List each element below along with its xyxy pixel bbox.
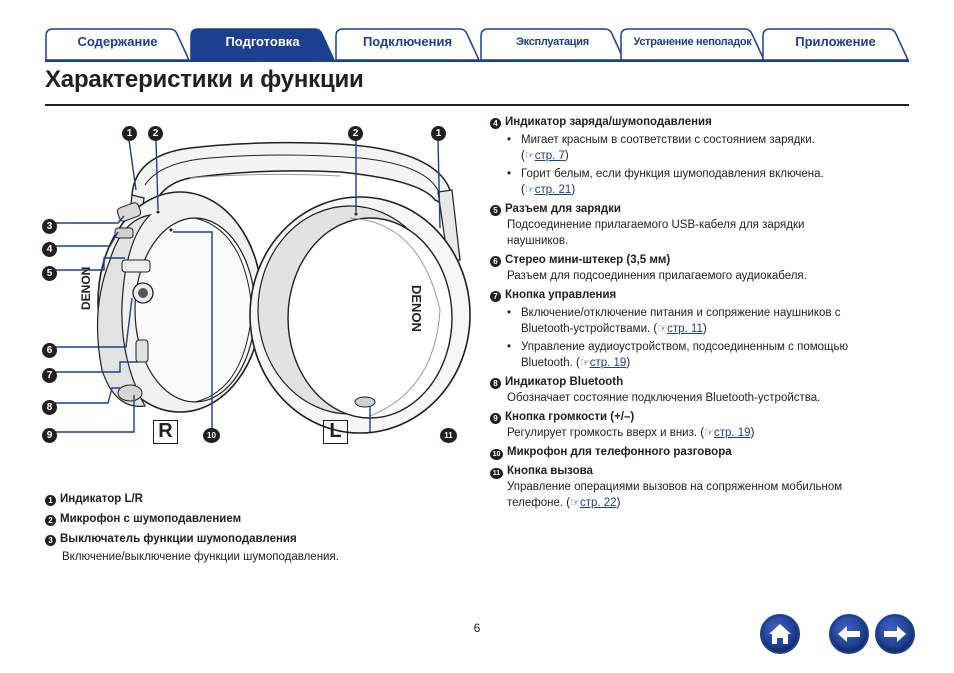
side-label-right: R bbox=[153, 420, 178, 444]
callout-2a: 2 bbox=[148, 122, 167, 141]
tab-shape bbox=[45, 28, 190, 61]
tab-label: Устранение неполадок bbox=[633, 36, 752, 48]
item-7-bullet-2: Управление аудиоустройством, подсоединен… bbox=[490, 339, 890, 371]
pointing-hand-icon: ☞ bbox=[579, 357, 590, 369]
callout-5: 5 bbox=[42, 262, 61, 281]
item-4-bullet-2: Горит белым, если функция шумоподавления… bbox=[490, 166, 910, 198]
tab-label: Подключения bbox=[362, 34, 453, 49]
tab-shape bbox=[762, 28, 909, 61]
home-button[interactable] bbox=[760, 614, 800, 654]
callout-10: 10 bbox=[203, 424, 224, 443]
callout-1b: 1 bbox=[431, 122, 450, 141]
tab-shape bbox=[480, 28, 625, 61]
home-icon bbox=[769, 624, 791, 644]
tab-label: Приложение bbox=[795, 34, 876, 49]
page-link[interactable]: стр. 11 bbox=[667, 323, 703, 335]
page-number: 6 bbox=[473, 621, 481, 635]
item-6-description: Разъем для подсоединения прилагаемого ау… bbox=[507, 270, 807, 282]
item-9-description: Регулирует громкость вверх и вниз. (☞стр… bbox=[507, 427, 755, 439]
headphones-drawing: DENON DENON bbox=[54, 139, 471, 434]
headphones-illustration: DENON DENON 1 2 2 1 3 4 bbox=[40, 110, 480, 450]
callout-6: 6 bbox=[42, 339, 61, 358]
callout-8: 8 bbox=[42, 396, 61, 415]
pointing-hand-icon: ☞ bbox=[524, 150, 535, 162]
page-link[interactable]: стр. 21 bbox=[534, 184, 572, 196]
title-divider bbox=[45, 104, 909, 106]
item-5-description: Подсоединение прилагаемого USB-кабеля дл… bbox=[507, 219, 805, 247]
tab-troubleshooting[interactable]: Устранение неполадок bbox=[620, 28, 765, 61]
page-link[interactable]: стр. 19 bbox=[713, 427, 751, 439]
tab-connections[interactable]: Подключения bbox=[335, 28, 480, 61]
callout-3: 3 bbox=[42, 215, 61, 234]
tab-appendix[interactable]: Приложение bbox=[762, 28, 909, 61]
tab-underline bbox=[45, 60, 909, 62]
page-link[interactable]: стр. 7 bbox=[534, 150, 565, 162]
item-4-bullet-1: Мигает красным в соответствии с состояни… bbox=[490, 132, 910, 164]
pointing-hand-icon: ☞ bbox=[524, 184, 535, 196]
arrow-left-icon bbox=[838, 626, 860, 642]
tab-contents[interactable]: Содержание bbox=[45, 28, 190, 61]
tab-shape bbox=[620, 28, 765, 61]
pointing-hand-icon: ☞ bbox=[704, 427, 714, 439]
callout-2b: 2 bbox=[348, 122, 367, 141]
callout-9: 9 bbox=[42, 424, 61, 443]
tab-label: Содержание bbox=[77, 34, 158, 49]
brand-text-right: DENON bbox=[79, 267, 93, 310]
item-7-bullet-1: Включение/отключение питания и сопряжени… bbox=[490, 305, 890, 337]
forward-button[interactable] bbox=[875, 614, 915, 654]
chapter-tabs: Содержание Подготовка Подключения Эксплу… bbox=[0, 0, 954, 64]
callout-11: 11 bbox=[440, 424, 461, 443]
side-label-left: L bbox=[323, 420, 348, 444]
pointing-hand-icon: ☞ bbox=[657, 323, 668, 335]
tab-operation[interactable]: Эксплуатация bbox=[480, 28, 625, 61]
item-3-description: Включение/выключение функции шумоподавле… bbox=[62, 551, 339, 563]
arrow-right-icon bbox=[884, 626, 906, 642]
page-link[interactable]: стр. 19 bbox=[589, 357, 627, 369]
tab-label: Подготовка bbox=[225, 34, 300, 49]
item-8-description: Обозначает состояние подключения Bluetoo… bbox=[507, 392, 821, 404]
page-link[interactable]: стр. 22 bbox=[579, 497, 617, 509]
tab-shape bbox=[335, 28, 480, 61]
back-button[interactable] bbox=[829, 614, 869, 654]
callout-1a: 1 bbox=[122, 122, 141, 141]
pointing-hand-icon: ☞ bbox=[570, 497, 580, 509]
item-11-description: Управление операциями вызовов на сопряже… bbox=[507, 481, 843, 509]
tab-shape bbox=[190, 28, 335, 61]
page-title: Характеристики и функции bbox=[45, 66, 364, 93]
tab-preparation[interactable]: Подготовка bbox=[190, 28, 335, 61]
callout-7: 7 bbox=[42, 364, 61, 383]
tab-label: Эксплуатация bbox=[516, 36, 589, 48]
callout-4: 4 bbox=[42, 238, 61, 257]
brand-text-left: DENON bbox=[409, 285, 424, 332]
